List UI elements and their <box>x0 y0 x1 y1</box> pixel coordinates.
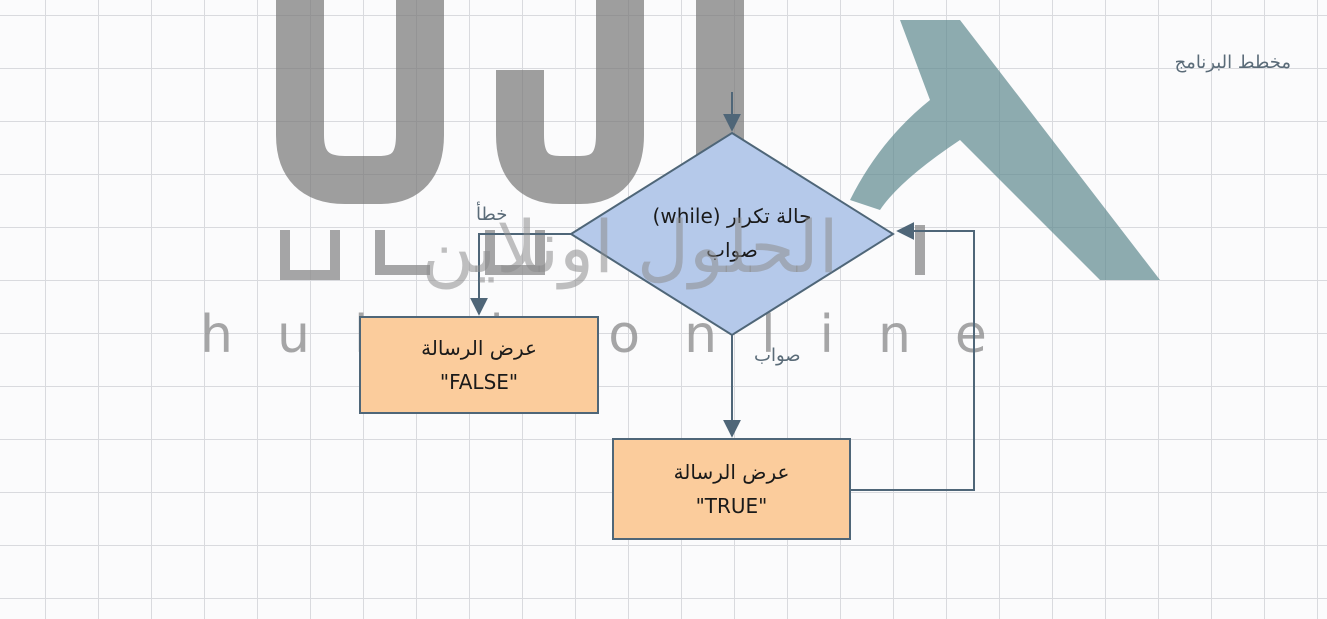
diamond-line-2: صواب <box>706 238 758 262</box>
true-branch-label: صواب <box>754 345 801 366</box>
false-arrow <box>470 233 571 316</box>
false-branch-label: خطأ <box>476 204 508 225</box>
watermark-arabic: الحلول اونلاين <box>421 205 839 289</box>
false-box-line-2: "FALSE" <box>439 370 519 394</box>
diamond-line-1: حالة تكرار (while) <box>652 204 812 228</box>
diagram-title: مخطط البرنامج <box>1174 52 1291 73</box>
loop-arrow <box>850 222 975 491</box>
false-box-text: عرض الرسالة "FALSE" <box>360 331 598 399</box>
true-box-line-2: "TRUE" <box>695 494 768 518</box>
false-message-box <box>359 316 599 414</box>
false-box-line-1: عرض الرسالة <box>421 336 537 360</box>
true-box-text: عرض الرسالة "TRUE" <box>613 455 850 523</box>
diamond-text: حالة تكرار (while) صواب <box>600 199 864 267</box>
true-message-box <box>612 438 851 540</box>
true-box-line-1: عرض الرسالة <box>673 460 790 484</box>
